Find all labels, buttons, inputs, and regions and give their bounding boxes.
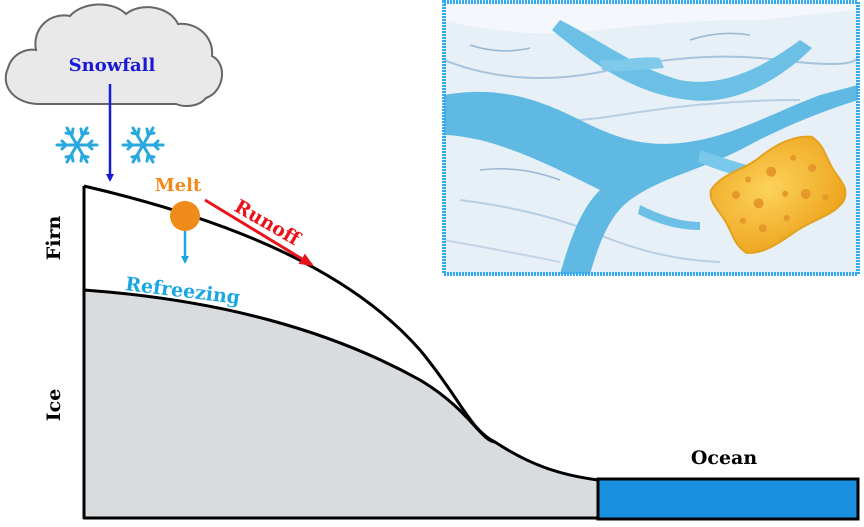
ice-layer — [82, 288, 600, 520]
meltwater-channel — [444, 85, 858, 274]
snowfall-label: Snowfall — [69, 55, 156, 76]
meltwater-photo — [442, 0, 860, 276]
melt-dot — [170, 201, 200, 231]
melt-label: Melt — [155, 175, 202, 196]
photo-content — [444, 2, 858, 274]
ocean-body — [596, 477, 860, 521]
runoff-arrow — [204, 198, 314, 267]
photo-border — [442, 0, 860, 276]
sponge-icon — [709, 135, 847, 254]
snowflake-icon — [121, 126, 165, 164]
ocean-label: Ocean — [691, 447, 758, 469]
ice-label: Ice — [43, 389, 65, 422]
snowflake-icon — [55, 126, 99, 164]
cloud-icon — [4, 3, 224, 107]
firn-label: Firn — [43, 216, 65, 261]
